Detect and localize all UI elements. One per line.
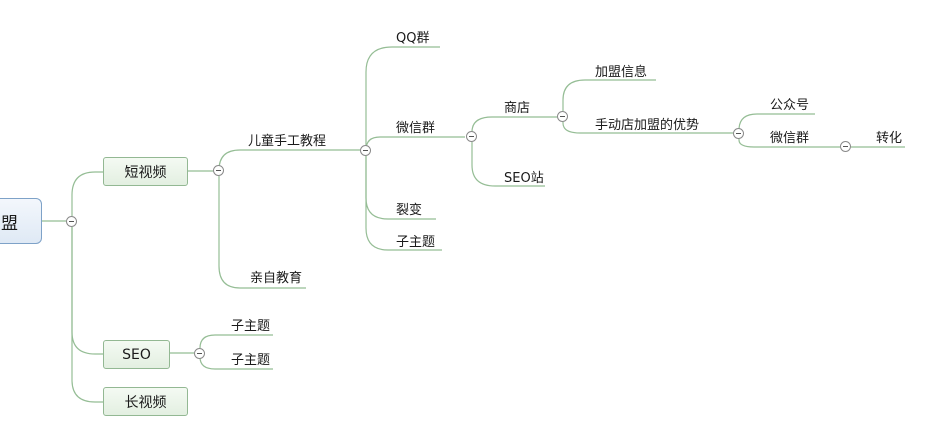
node-conversion-label: 转化 (876, 131, 903, 146)
node-fission-label: 裂变 (396, 203, 423, 218)
node-handmade-advantage-label: 手动店加盟的优势 (595, 118, 700, 133)
connector-official (738, 113, 815, 131)
branch-long-video[interactable]: 长视频 (103, 387, 188, 416)
advantage-collapse-toggle[interactable] (733, 128, 744, 139)
connector-franchise-info (562, 79, 656, 111)
node-shop[interactable]: 商店 (504, 101, 530, 117)
connector-shop (471, 116, 557, 133)
node-kids-craft[interactable]: 儿童手工教程 (248, 134, 326, 150)
node-fission[interactable]: 裂变 (396, 203, 422, 219)
connector-seo-sub1 (199, 334, 273, 349)
connector-root-short-video (71, 171, 103, 216)
node-seo-site-label: SEO站 (504, 171, 544, 186)
node-shop-label: 商店 (504, 101, 531, 116)
node-parent-education-label: 亲自教育 (250, 271, 303, 286)
kids-craft-collapse-toggle[interactable] (360, 145, 371, 156)
node-franchise-info[interactable]: 加盟信息 (595, 65, 647, 81)
branch-short-video-label: 短视频 (124, 164, 167, 181)
connector-wechat (365, 136, 465, 151)
branch-short-video[interactable]: 短视频 (103, 157, 188, 186)
connector-subtopic (365, 156, 442, 251)
node-qq-group[interactable]: QQ群 (396, 31, 429, 47)
node-qq-group-label: QQ群 (396, 31, 430, 46)
node-official-account-label: 公众号 (770, 98, 810, 113)
connector-root-seo (71, 227, 103, 355)
root-node-label: 盟 (1, 213, 18, 234)
connector-seo-site (471, 142, 545, 187)
connector-wechat2 (738, 139, 840, 148)
node-seo-site[interactable]: SEO站 (504, 171, 544, 187)
connector-advantage (562, 122, 733, 134)
wechat-group-2-collapse-toggle[interactable] (840, 141, 851, 152)
seo-collapse-toggle[interactable] (194, 348, 205, 359)
node-wechat-group-2-label: 微信群 (770, 131, 810, 146)
node-kids-craft-label: 儿童手工教程 (248, 134, 327, 149)
short-video-collapse-toggle[interactable] (213, 165, 224, 176)
node-subtopic-label: 子主题 (396, 235, 436, 250)
node-wechat-group-label: 微信群 (396, 121, 436, 136)
branch-seo[interactable]: SEO (103, 340, 170, 369)
branch-seo-label: SEO (122, 346, 151, 363)
node-seo-subtopic-1[interactable]: 子主题 (231, 319, 270, 335)
node-parent-education[interactable]: 亲自教育 (250, 271, 302, 287)
branch-long-video-label: 长视频 (124, 394, 167, 411)
connector-root-long-video (71, 227, 103, 403)
wechat-group-collapse-toggle[interactable] (466, 131, 477, 142)
node-subtopic[interactable]: 子主题 (396, 235, 435, 251)
node-seo-subtopic-1-label: 子主题 (231, 319, 271, 334)
node-wechat-group-2[interactable]: 微信群 (770, 131, 809, 147)
node-seo-subtopic-2-label: 子主题 (231, 353, 271, 368)
shop-collapse-toggle[interactable] (557, 111, 568, 122)
node-franchise-info-label: 加盟信息 (595, 65, 648, 80)
node-wechat-group[interactable]: 微信群 (396, 121, 435, 137)
root-node[interactable]: 盟 (0, 198, 42, 244)
connector-qq (365, 46, 440, 145)
node-handmade-advantage[interactable]: 手动店加盟的优势 (595, 118, 699, 134)
connector-parent-edu (218, 176, 306, 289)
node-seo-subtopic-2[interactable]: 子主题 (231, 353, 270, 369)
node-conversion[interactable]: 转化 (876, 131, 902, 147)
root-collapse-toggle[interactable] (66, 216, 77, 227)
connector-kids-craft (218, 149, 360, 171)
node-official-account[interactable]: 公众号 (770, 98, 809, 114)
